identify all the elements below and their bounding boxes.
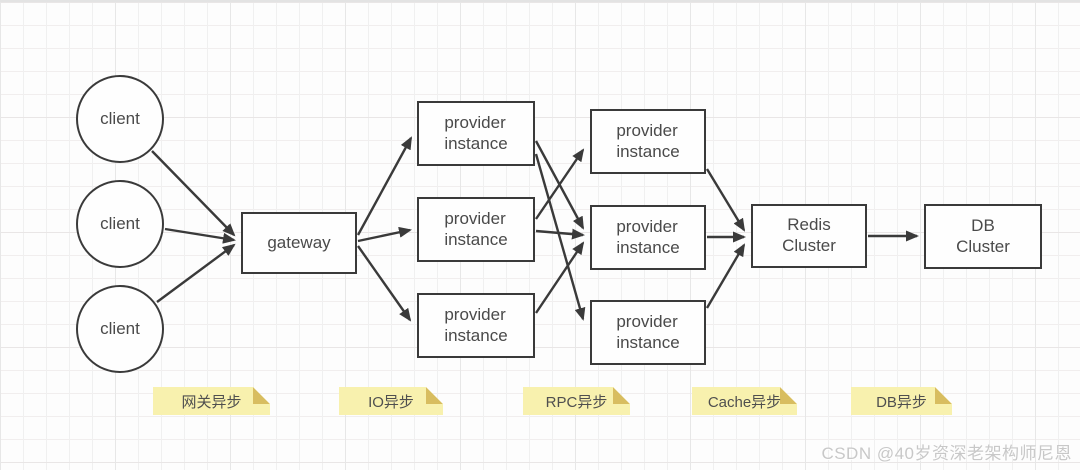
edge-provider-a2-provider-b1 (535, 148, 585, 220)
edge-gateway-provider-a1 (356, 136, 413, 236)
node-label: Redis Cluster (782, 215, 836, 255)
note-gateway-async: 网关异步 (153, 387, 270, 415)
edge-provider-a3-provider-b2 (535, 241, 585, 314)
node-label: client (100, 108, 140, 128)
note-label: 网关异步 (181, 393, 242, 411)
node-provider-instance-a1: provider instance (417, 101, 535, 166)
edge-provider-a2-provider-b2 (535, 228, 585, 240)
edge-provider-a1-provider-b3 (534, 153, 586, 321)
edge-client1-gateway (151, 150, 236, 237)
note-io-async: IO异步 (339, 387, 443, 415)
note-rpc-async: RPC异步 (523, 387, 630, 415)
node-provider-instance-b1: provider instance (590, 109, 706, 174)
node-label: client (100, 213, 140, 233)
edge-provider-b3-redis (705, 243, 746, 309)
node-client-1: client (76, 75, 164, 163)
node-label: DB Cluster (956, 215, 1010, 256)
note-cache-async: Cache异步 (692, 387, 797, 415)
node-label: provider instance (616, 216, 680, 257)
edge-client3-gateway (156, 243, 236, 303)
node-label: provider instance (616, 120, 680, 161)
node-client-2: client (76, 180, 164, 268)
note-label: Cache异步 (707, 393, 782, 411)
note-label: IO异步 (368, 393, 414, 411)
note-label: DB异步 (876, 393, 927, 411)
node-provider-instance-b3: provider instance (590, 300, 706, 365)
node-provider-instance-a2: provider instance (417, 197, 535, 262)
watermark-text: CSDN @40岁资深老架构师尼恩 (821, 444, 1072, 463)
edge-gateway-provider-a3 (357, 245, 412, 322)
node-redis-cluster: Redis Cluster (751, 204, 867, 268)
note-label: RPC异步 (545, 393, 608, 411)
edge-gateway-provider-a2 (357, 226, 412, 243)
node-label: provider instance (444, 304, 508, 345)
node-client-3: client (76, 285, 164, 373)
node-label: client (100, 318, 140, 338)
node-label: provider instance (444, 112, 508, 153)
node-gateway: gateway (241, 212, 357, 274)
edge-client2-gateway (164, 227, 236, 244)
node-label: provider instance (616, 311, 680, 352)
note-db-async: DB异步 (851, 387, 952, 415)
node-provider-instance-a3: provider instance (417, 293, 535, 358)
node-provider-instance-b2: provider instance (590, 205, 706, 270)
edge-provider-b1-redis (705, 168, 746, 232)
node-label: gateway (267, 232, 331, 252)
node-label: provider instance (444, 208, 508, 249)
node-db-cluster: DB Cluster (924, 204, 1042, 269)
